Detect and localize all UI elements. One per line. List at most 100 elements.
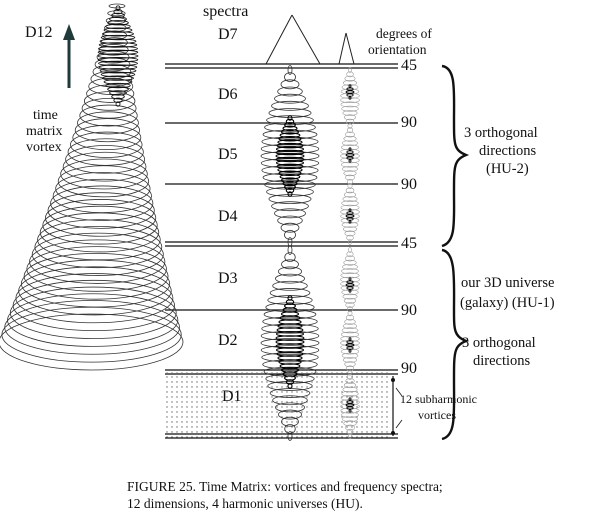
spectra-core-ring [277, 167, 303, 173]
time-vortex-ring [60, 158, 148, 190]
thin-vortex-node [346, 150, 354, 154]
thin-vortex-ring [340, 399, 360, 406]
thin-vortex-ring [345, 314, 355, 321]
spectra-vortex-ring [260, 345, 320, 356]
spectra-vortex-ring [275, 402, 305, 413]
thin-vortex-ring [340, 101, 360, 108]
spectra-core-ring [278, 135, 302, 142]
thin-vortex-ring [346, 71, 354, 78]
time-vortex-core-ring [107, 86, 129, 92]
time-vortex-ring [107, 10, 126, 17]
thin-vortex-node [348, 147, 352, 151]
dimension-d7: D7 [218, 26, 238, 43]
time-vortex-core-ring [102, 75, 134, 81]
spectra-core-ring [280, 129, 300, 135]
thin-vortex-ring [341, 105, 359, 112]
thin-vortex-node [348, 349, 352, 353]
thin-vortex-ring [343, 135, 357, 142]
hu1-sub-label-line1: 3 orthogonal [462, 335, 536, 351]
time-vortex-core-ring [100, 34, 136, 41]
thin-vortex-ring [347, 183, 353, 189]
time-vortex-core-ring [97, 53, 139, 59]
thin-vortex-node [345, 403, 355, 407]
thin-vortex-node [348, 84, 352, 88]
spectra-vortex-ring [274, 208, 306, 219]
thin-vortex-node [346, 211, 354, 215]
thin-vortex-ring [342, 110, 358, 116]
time-vortex-ring [77, 111, 139, 135]
thin-vortex-node [348, 397, 352, 401]
thin-vortex-node [348, 409, 352, 413]
spectra-core-ring [287, 115, 293, 121]
thin-vortex-node [348, 96, 352, 100]
spectra-core-ring [285, 187, 295, 194]
time-vortex-ring [18, 266, 172, 316]
time-vortex-ring [47, 192, 155, 229]
thin-vortex-ring [340, 331, 360, 338]
time-vortex-core-ring [98, 64, 138, 70]
thin-vortex-ring [344, 255, 356, 262]
spectra-vortex-ring [260, 158, 320, 169]
thin-vortex-node [346, 346, 354, 350]
spectra-vortex-ring [272, 280, 308, 291]
spectra-core-ring [275, 153, 305, 159]
thin-vortex-ring [342, 323, 358, 329]
spectra-vortex-ring [262, 316, 318, 327]
subharmonic-label-line2: vortices [418, 408, 456, 422]
spectra-core-ring [284, 184, 296, 190]
spectra-core-ring [285, 118, 295, 125]
time-vortex-core-ring [111, 93, 125, 100]
spectra-vortex-ring [287, 237, 293, 247]
thin-vortex-ring [340, 276, 360, 283]
thin-vortex-ring [345, 378, 355, 384]
thin-vortex-node [345, 283, 355, 287]
spectra-core-ring [275, 160, 305, 166]
spectra-core-ring [279, 132, 301, 139]
spectra-core-ring [282, 125, 298, 132]
thin-vortex-ring [344, 191, 356, 198]
spectra-vortex-ring [281, 259, 299, 270]
dimension-d3: D3 [218, 270, 238, 287]
thin-vortex-ring [341, 327, 359, 334]
time-vortex-core-ring [115, 5, 121, 11]
thin-vortex-ring [346, 127, 354, 134]
time-vortex-core-ring [100, 71, 136, 78]
time-vortex-ring [108, 3, 126, 9]
spectra-vortex-ring [280, 79, 300, 90]
time-vortex-core-ring [105, 23, 131, 30]
hu2-label-line3: (HU-2) [486, 161, 529, 177]
degrees-label-line2: orientation [368, 42, 427, 57]
vortex-layer [0, 3, 360, 441]
thin-vortex-node [348, 337, 352, 341]
thin-vortex-ring [342, 196, 358, 202]
thin-vortex-ring [343, 80, 357, 86]
thin-vortex-ring [347, 310, 353, 317]
hu2-label-line2: directions [479, 143, 537, 159]
time-vortex-ring [65, 145, 146, 174]
time-vortex-ring [55, 172, 151, 206]
spectra-core-ring [276, 163, 304, 170]
time-vortex-ring [45, 199, 157, 237]
thin-vortex-ring [347, 373, 353, 380]
angle-90-d: 90 [401, 360, 417, 377]
time-vortex-core-ring [98, 60, 138, 67]
thin-vortex-ring [348, 67, 352, 73]
thin-vortex-node [348, 277, 352, 281]
thin-vortex-ring [340, 148, 360, 155]
time-vortex-core-ring [99, 68, 137, 74]
thin-vortex-ring [346, 251, 354, 258]
time-vortex-core-ring [103, 27, 133, 33]
thin-vortex-node [345, 90, 355, 94]
angle-45-mid: 45 [401, 235, 417, 252]
spectra-core-ring [275, 146, 305, 152]
time-vortex-core-ring [98, 45, 138, 52]
time-vortex-core-ring [109, 90, 127, 96]
thin-vortex-ring [345, 174, 355, 181]
spectra-vortex-ring [284, 252, 296, 263]
thin-vortex-node [345, 214, 355, 218]
dimension-d6: D6 [218, 86, 238, 103]
degrees-label-line1: degrees of [376, 26, 432, 41]
dimension-d4: D4 [218, 208, 238, 225]
thin-vortex-ring [345, 131, 355, 138]
time-vortex-ring [79, 104, 138, 127]
